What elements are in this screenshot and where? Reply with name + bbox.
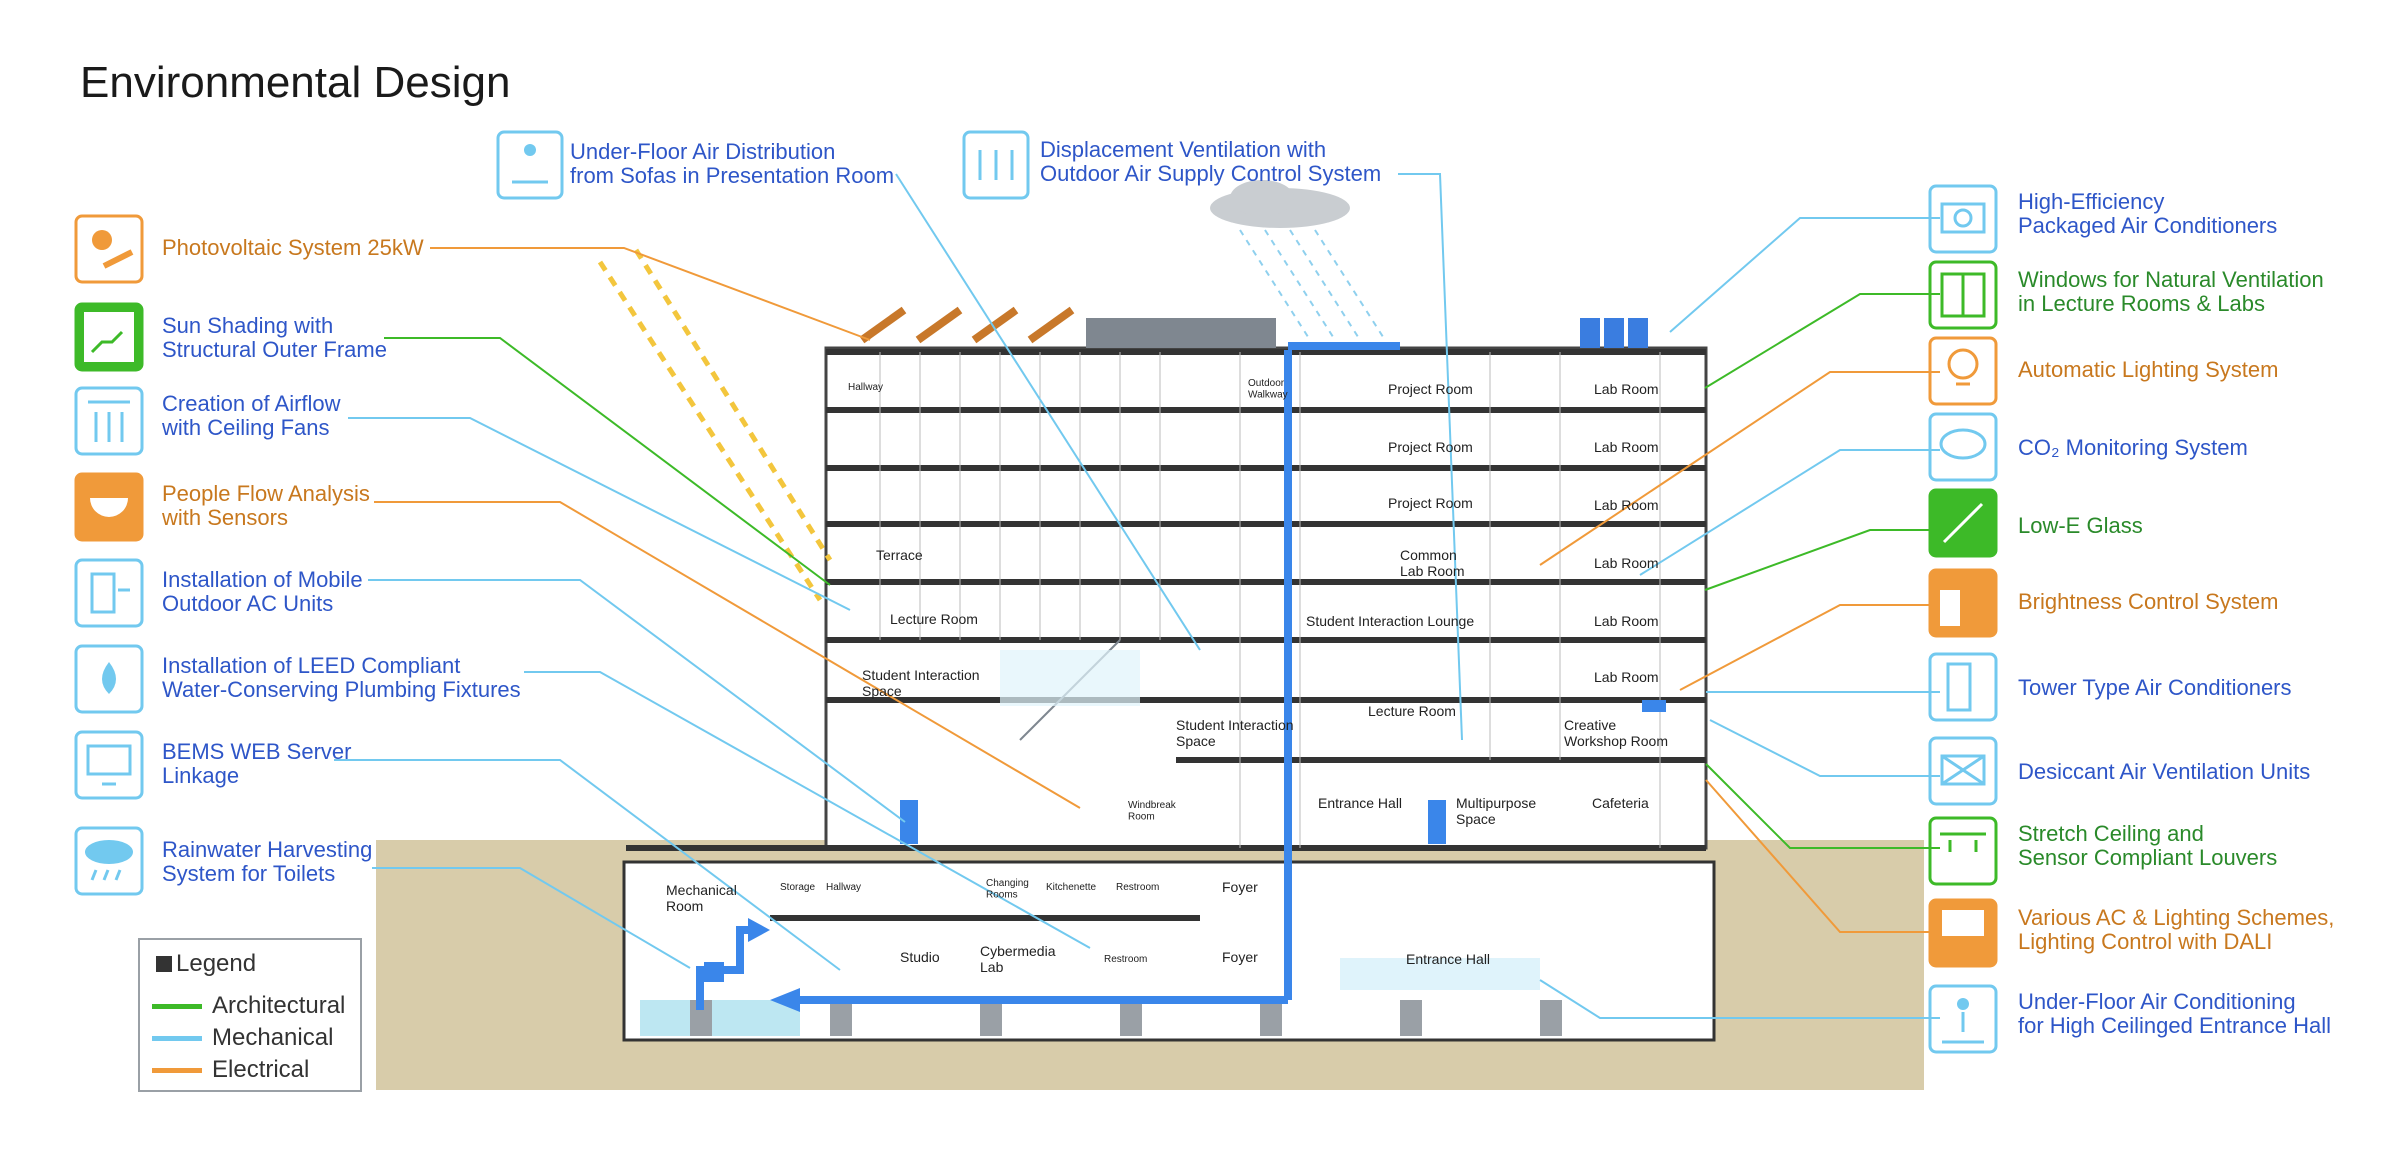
sensor-icon xyxy=(74,472,144,542)
caption-stretch-ceiling: Stretch Ceiling and Sensor Compliant Lou… xyxy=(2018,821,2278,870)
underfloor-air-icon xyxy=(496,130,564,200)
caption-dali: Various AC & Lighting Schemes, Lighting … xyxy=(2018,905,2335,954)
sun-panel-icon xyxy=(74,214,144,284)
room-lab-2: Lab Room xyxy=(1594,439,1659,455)
light-bulb-icon xyxy=(1928,336,1998,406)
room-lab-4: Lab Room xyxy=(1594,555,1659,571)
legend-item-mechanical: Mechanical xyxy=(152,1024,333,1052)
room-lecture-2: Lecture Room xyxy=(1368,703,1456,719)
sun-shading-icon xyxy=(74,302,144,372)
room-kitchenette: Kitchenette xyxy=(1046,882,1096,893)
window-icon xyxy=(1928,260,1998,330)
room-hallway: Hallway xyxy=(848,382,883,393)
ceiling-fan-icon xyxy=(74,386,144,456)
caption-high-efficiency-ac: High-Efficiency Packaged Air Conditioner… xyxy=(2018,189,2278,238)
room-cafeteria: Cafeteria xyxy=(1592,795,1649,811)
caption-automatic-lighting: Automatic Lighting System xyxy=(2018,357,2279,382)
caption-brightness-control: Brightness Control System xyxy=(2018,589,2279,614)
room-foyer-1: Foyer xyxy=(1222,879,1258,895)
air-conditioner-icon xyxy=(1928,184,1998,254)
room-restroom-2: Restroom xyxy=(1104,954,1147,965)
caption-rainwater: Rainwater Harvesting System for Toilets xyxy=(162,837,373,886)
low-e-glass-icon xyxy=(1928,488,1998,558)
room-terrace: Terrace xyxy=(876,547,923,563)
room-project-3: Project Room xyxy=(1388,495,1473,511)
room-project-2: Project Room xyxy=(1388,439,1473,455)
displacement-ventilation-icon xyxy=(962,130,1030,200)
room-student-lounge: Student Interaction Lounge xyxy=(1306,613,1474,629)
caption-displacement-ventilation: Displacement Ventilation with Outdoor Ai… xyxy=(1040,137,1382,186)
legend-item-architectural: Architectural xyxy=(152,992,345,1020)
caption-photovoltaic: Photovoltaic System 25kW xyxy=(162,235,424,260)
caption-bems: BEMS WEB Server Linkage xyxy=(162,739,352,788)
caption-tower-ac: Tower Type Air Conditioners xyxy=(2018,675,2292,700)
caption-mobile-ac: Installation of Mobile Outdoor AC Units xyxy=(162,567,363,616)
basement xyxy=(622,860,1716,1042)
legend: Legend Architectural Mechanical Electric… xyxy=(138,938,362,1092)
caption-desiccant: Desiccant Air Ventilation Units xyxy=(2018,759,2311,784)
room-lab-6: Lab Room xyxy=(1594,669,1659,685)
room-lab-5: Lab Room xyxy=(1594,613,1659,629)
caption-natural-ventilation: Windows for Natural Ventilation in Lectu… xyxy=(2018,267,2324,316)
underfloor-person-icon xyxy=(1928,984,1998,1054)
room-restroom-1: Restroom xyxy=(1116,882,1159,893)
on-off-icon xyxy=(1928,568,1998,638)
room-studio: Studio xyxy=(900,949,940,965)
caption-co2-monitoring: CO₂ Monitoring System xyxy=(2018,435,2248,460)
mobile-ac-icon xyxy=(74,558,144,628)
caption-sun-shading: Sun Shading with Structural Outer Frame xyxy=(162,313,387,362)
room-lab-1: Lab Room xyxy=(1594,381,1659,397)
caption-people-flow: People Flow Analysis with Sensors xyxy=(162,481,370,530)
caption-underfloor-entrance: Under-Floor Air Conditioning for High Ce… xyxy=(2018,989,2332,1038)
caption-leed-plumbing: Installation of LEED Compliant Water-Con… xyxy=(162,653,521,702)
caption-underfloor-sofas: Under-Floor Air Distribution from Sofas … xyxy=(570,139,895,188)
water-drop-icon xyxy=(74,644,144,714)
monitor-icon xyxy=(74,730,144,800)
room-storage: Storage xyxy=(780,882,815,893)
louver-icon xyxy=(1928,816,1998,886)
caption-low-e-glass: Low-E Glass xyxy=(2018,513,2143,538)
co2-cloud-icon xyxy=(1928,412,1998,482)
legend-item-electrical: Electrical xyxy=(152,1056,309,1084)
page-title: Environmental Design xyxy=(80,58,511,107)
rain-cloud-icon xyxy=(74,826,144,896)
room-lab-3: Lab Room xyxy=(1594,497,1659,513)
caption-ceiling-fans: Creation of Airflow with Ceiling Fans xyxy=(162,391,341,440)
presentation-icon xyxy=(1928,898,1998,968)
room-entrance-hall-1: Entrance Hall xyxy=(1318,795,1402,811)
pv-panels xyxy=(859,306,1075,344)
room-lecture-1: Lecture Room xyxy=(890,611,978,627)
room-hallway-b1: Hallway xyxy=(826,882,861,893)
desiccant-icon xyxy=(1928,736,1998,806)
room-entrance-hall-2: Entrance Hall xyxy=(1406,951,1490,967)
room-project-1: Project Room xyxy=(1388,381,1473,397)
legend-title: Legend xyxy=(156,950,256,978)
room-foyer-2: Foyer xyxy=(1222,949,1258,965)
tower-ac-icon xyxy=(1928,652,1998,722)
